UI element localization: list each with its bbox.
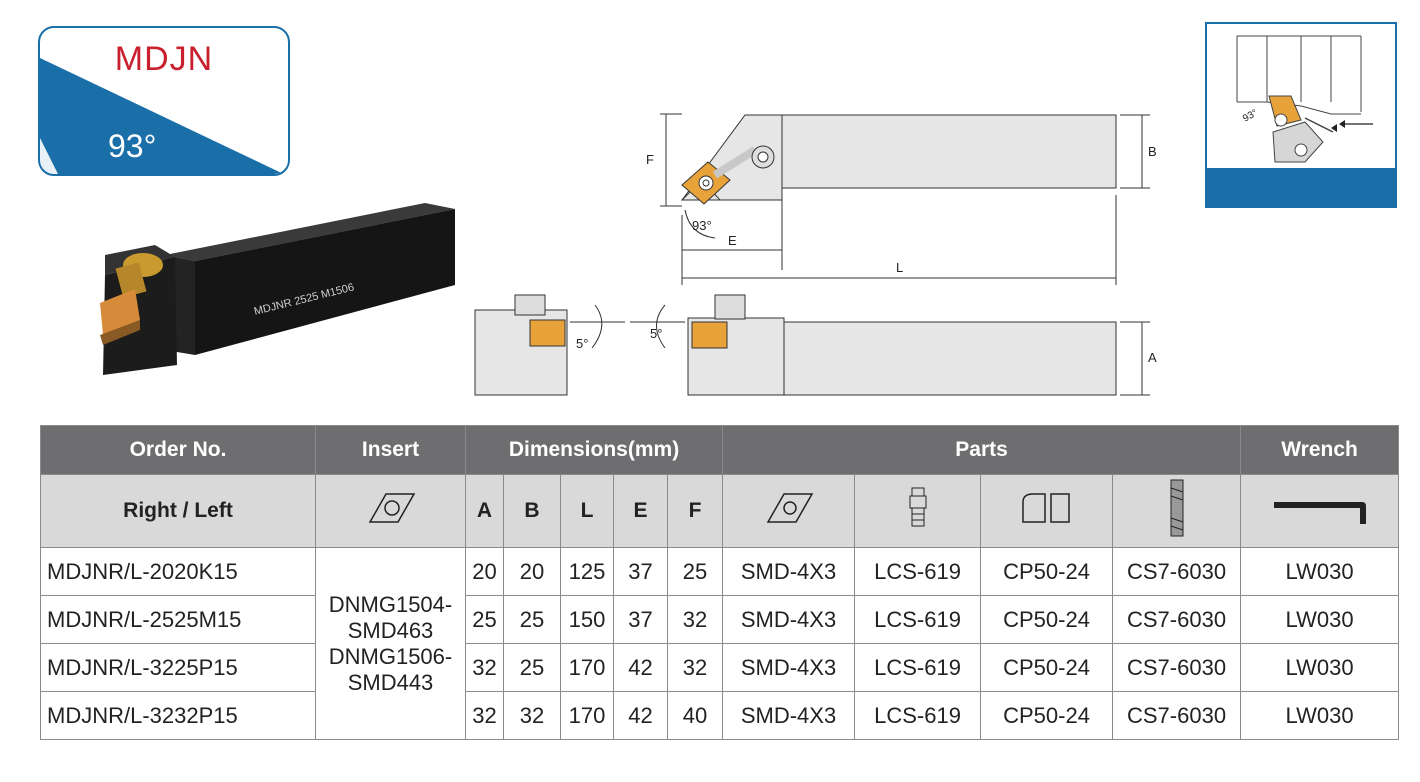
dim-a: 20 bbox=[465, 547, 504, 596]
dim-l: 170 bbox=[560, 691, 614, 740]
insert-line: SMD443 bbox=[347, 669, 434, 695]
order-number: MDJNR/L-2525M15 bbox=[40, 595, 316, 644]
dim-label-f: F bbox=[646, 152, 654, 167]
badge-angle: 93° bbox=[108, 128, 157, 164]
insert-codes: DNMG1504- SMD463 DNMG1506- SMD443 bbox=[315, 547, 466, 740]
clamp-icon bbox=[980, 474, 1114, 548]
header-insert: Insert bbox=[315, 425, 466, 475]
part-screw: CS7-6030 bbox=[1112, 643, 1242, 692]
specification-table: Order No. Insert Dimensions(mm) Parts Wr… bbox=[40, 425, 1400, 740]
header-dim-l: L bbox=[560, 474, 614, 548]
part-clamp: CP50-24 bbox=[980, 595, 1114, 644]
part-lever: LCS-619 bbox=[854, 643, 982, 692]
dim-f: 25 bbox=[666, 547, 724, 596]
dim-label-b: B bbox=[1148, 144, 1157, 159]
shim-icon bbox=[722, 474, 856, 548]
dim-l: 125 bbox=[560, 547, 614, 596]
dim-a: 25 bbox=[465, 595, 504, 644]
wrench: LW030 bbox=[1240, 547, 1400, 596]
insert-shape-icon bbox=[315, 474, 466, 548]
dim-b: 25 bbox=[503, 595, 561, 644]
dim-b: 25 bbox=[503, 643, 561, 692]
part-lever: LCS-619 bbox=[854, 691, 982, 740]
part-lever: LCS-619 bbox=[854, 547, 982, 596]
tool-holder-photo: MDJNR 2525 M1506 bbox=[100, 203, 455, 375]
machining-inset: 93° bbox=[1205, 22, 1397, 208]
part-screw: CS7-6030 bbox=[1112, 547, 1242, 596]
dim-f: 40 bbox=[666, 691, 724, 740]
dim-l: 150 bbox=[560, 595, 614, 644]
technical-drawing: F B E L A 93° 5° 5° bbox=[474, 113, 1157, 396]
angle-label-93: 93° bbox=[692, 218, 712, 233]
insert-line: DNMG1504- bbox=[328, 591, 453, 617]
header-wrench: Wrench bbox=[1240, 425, 1400, 475]
dim-a: 32 bbox=[465, 691, 504, 740]
dim-a: 32 bbox=[465, 643, 504, 692]
dim-b: 20 bbox=[503, 547, 561, 596]
dim-b: 32 bbox=[503, 691, 561, 740]
wrench-icon bbox=[1240, 474, 1400, 548]
part-clamp: CP50-24 bbox=[980, 547, 1114, 596]
dim-label-l: L bbox=[896, 260, 903, 275]
insert-line: SMD463 bbox=[347, 617, 434, 643]
order-number: MDJNR/L-3232P15 bbox=[40, 691, 316, 740]
order-number: MDJNR/L-2020K15 bbox=[40, 547, 316, 596]
part-clamp: CP50-24 bbox=[980, 643, 1114, 692]
part-shim: SMD-4X3 bbox=[722, 547, 856, 596]
dim-e: 37 bbox=[613, 595, 668, 644]
angle-label-5-right: 5° bbox=[576, 336, 588, 351]
badge-code: MDJN bbox=[114, 40, 214, 78]
part-shim: SMD-4X3 bbox=[722, 643, 856, 692]
lever-screw-icon bbox=[854, 474, 982, 548]
part-shim: SMD-4X3 bbox=[722, 691, 856, 740]
dim-e: 42 bbox=[613, 691, 668, 740]
angle-label-5-left: 5° bbox=[650, 326, 662, 341]
part-screw: CS7-6030 bbox=[1112, 691, 1242, 740]
header-parts: Parts bbox=[722, 425, 1242, 475]
wrench: LW030 bbox=[1240, 595, 1400, 644]
table-row: MDJNR/L-2525M15 25 25 150 37 32 SMD-4X3 … bbox=[40, 595, 1400, 644]
header-dim-b: B bbox=[503, 474, 561, 548]
type-badge: MDJN 93° bbox=[38, 26, 290, 176]
table-row: MDJNR/L-3232P15 32 32 170 42 40 SMD-4X3 … bbox=[40, 691, 1400, 740]
dim-e: 37 bbox=[613, 547, 668, 596]
part-shim: SMD-4X3 bbox=[722, 595, 856, 644]
dim-label-e: E bbox=[728, 233, 737, 248]
part-lever: LCS-619 bbox=[854, 595, 982, 644]
header-right-left: Right / Left bbox=[40, 474, 316, 548]
dim-f: 32 bbox=[666, 643, 724, 692]
header-dim-e: E bbox=[613, 474, 668, 548]
badge-background bbox=[40, 58, 284, 174]
wrench: LW030 bbox=[1240, 643, 1400, 692]
table-row: MDJNR/L-2020K15 DNMG1504- SMD463 DNMG150… bbox=[40, 547, 1400, 740]
header-dimensions: Dimensions(mm) bbox=[464, 425, 724, 475]
table-row: MDJNR/L-3225P15 32 25 170 42 32 SMD-4X3 … bbox=[40, 643, 1400, 692]
dim-e: 42 bbox=[613, 643, 668, 692]
insert-line: DNMG1506- bbox=[328, 643, 453, 669]
table-header-row: Order No. Insert Dimensions(mm) Parts Wr… bbox=[40, 425, 1400, 475]
dim-l: 170 bbox=[560, 643, 614, 692]
part-clamp: CP50-24 bbox=[980, 691, 1114, 740]
order-number: MDJNR/L-3225P15 bbox=[40, 643, 316, 692]
header-dim-f: F bbox=[666, 474, 724, 548]
header-order-no: Order No. bbox=[40, 425, 316, 475]
clamp-screw-icon bbox=[1112, 474, 1242, 548]
wrench: LW030 bbox=[1240, 691, 1400, 740]
table-subheader-row: Right / Left A B L E F bbox=[40, 474, 1400, 548]
dim-label-a: A bbox=[1148, 350, 1157, 365]
part-screw: CS7-6030 bbox=[1112, 595, 1242, 644]
header-dim-a: A bbox=[465, 474, 504, 548]
dim-f: 32 bbox=[666, 595, 724, 644]
